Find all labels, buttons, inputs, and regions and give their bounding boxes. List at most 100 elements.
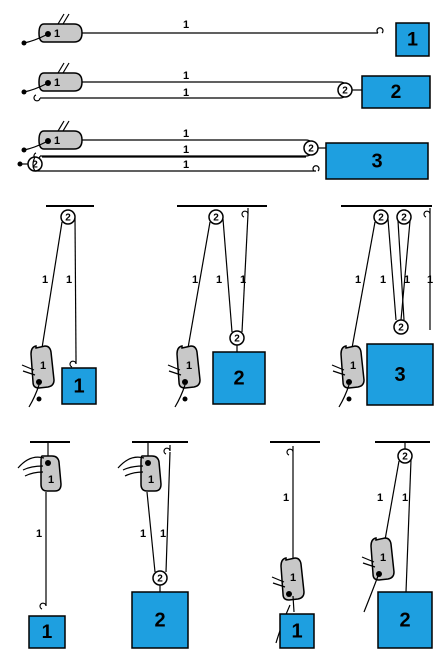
device-pin-icon (346, 379, 352, 385)
rope-label: 1 (140, 528, 146, 540)
rope (146, 491, 156, 573)
device-cam-line (57, 13, 65, 25)
load-box (279, 613, 315, 649)
device-pin-icon (45, 138, 51, 144)
device-cam-line (362, 562, 376, 568)
device-cam-line (271, 576, 285, 583)
rope (400, 220, 411, 321)
pulley-label: 2 (402, 452, 408, 463)
load-box-label: 3 (371, 150, 382, 172)
rope-label: 1 (42, 274, 48, 286)
rope (405, 459, 412, 593)
rope-label: 1 (183, 128, 189, 140)
tail-rope (338, 384, 350, 408)
rope-label: 1 (183, 159, 189, 171)
rope-end-icon (21, 40, 27, 46)
load-box-label: 2 (391, 82, 402, 103)
load-box (61, 367, 97, 405)
device-pin-icon (36, 379, 42, 385)
device-pin-icon (376, 571, 382, 577)
load-box-label: 3 (394, 364, 405, 386)
rope-grab-device-icon (30, 345, 55, 389)
tail-rope (363, 575, 379, 613)
pulley-label: 2 (378, 213, 384, 224)
rope-label: 1 (283, 492, 289, 504)
rope-grab-device-icon (38, 130, 83, 150)
device-label: 1 (290, 572, 296, 584)
hand-stroke (24, 471, 44, 477)
rope-label: 1 (160, 528, 166, 540)
device-cam-line (62, 62, 70, 74)
rope-grab-device-icon (38, 72, 83, 92)
rope (384, 460, 400, 541)
hook-icon (33, 94, 41, 102)
hook-icon (163, 445, 171, 455)
load-box (395, 22, 430, 57)
rope-end-icon (182, 396, 188, 402)
device-pin-icon (286, 591, 292, 597)
pulley-label: 2 (32, 160, 38, 171)
load-box (28, 615, 66, 649)
rope-label: 1 (240, 274, 246, 286)
device-label: 1 (186, 360, 192, 372)
rope-label: 1 (427, 274, 433, 286)
pulley-label: 2 (401, 213, 407, 224)
pulley-icon (373, 209, 389, 225)
rope (74, 217, 77, 359)
pulley-icon (60, 209, 76, 225)
load-box (212, 351, 266, 405)
rope (222, 218, 233, 333)
device-cam-line (57, 120, 65, 132)
hook-icon (423, 208, 431, 218)
pulley-icon (208, 209, 224, 225)
load-box-label: 1 (73, 375, 84, 397)
rope (165, 451, 171, 573)
rope-grab-device-icon (340, 345, 365, 389)
hook-icon (39, 600, 47, 610)
hook-icon (376, 27, 384, 34)
rope-label: 1 (404, 274, 410, 286)
rope-end-icon (17, 161, 23, 167)
rope-label: 1 (183, 70, 189, 82)
rope-grab-device-icon (38, 23, 83, 43)
hook-icon (241, 208, 249, 218)
rope-end-icon (36, 396, 42, 402)
device-pin-icon (145, 460, 151, 466)
load-box-label: 1 (291, 620, 302, 642)
rope-label: 1 (183, 144, 189, 156)
load-box-label: 1 (407, 29, 418, 51)
device-label: 1 (48, 474, 54, 486)
device-label: 1 (54, 135, 60, 147)
rope (387, 218, 397, 321)
pulley-label: 2 (157, 574, 163, 585)
pulley-icon (396, 209, 412, 225)
device-cam-line (361, 556, 375, 563)
device-label: 1 (40, 360, 46, 372)
hand-stroke (122, 465, 144, 471)
device-pin-icon (45, 460, 51, 466)
pulley-label: 2 (65, 213, 71, 224)
rope-end-icon (21, 89, 27, 95)
rope (41, 221, 63, 349)
pulley-label: 2 (213, 213, 219, 224)
rope (351, 221, 376, 349)
rope-label: 1 (183, 19, 189, 31)
device-label: 1 (148, 474, 154, 486)
device-label: 1 (54, 28, 60, 40)
device-cam-line (272, 582, 286, 588)
load-box (131, 591, 189, 649)
pulley-label: 2 (308, 144, 314, 155)
load-box-label: 2 (399, 609, 410, 631)
rope-label: 1 (183, 87, 189, 99)
pulley-icon (393, 319, 409, 335)
rope (241, 213, 249, 333)
device-pin-icon (45, 31, 51, 37)
rope-label: 1 (216, 274, 222, 286)
tail-rope (28, 384, 40, 408)
device-cam-line (57, 62, 65, 74)
load-box (361, 75, 431, 109)
hook-icon (69, 358, 77, 368)
device-pin-icon (45, 80, 51, 86)
tail-rope (174, 384, 186, 408)
